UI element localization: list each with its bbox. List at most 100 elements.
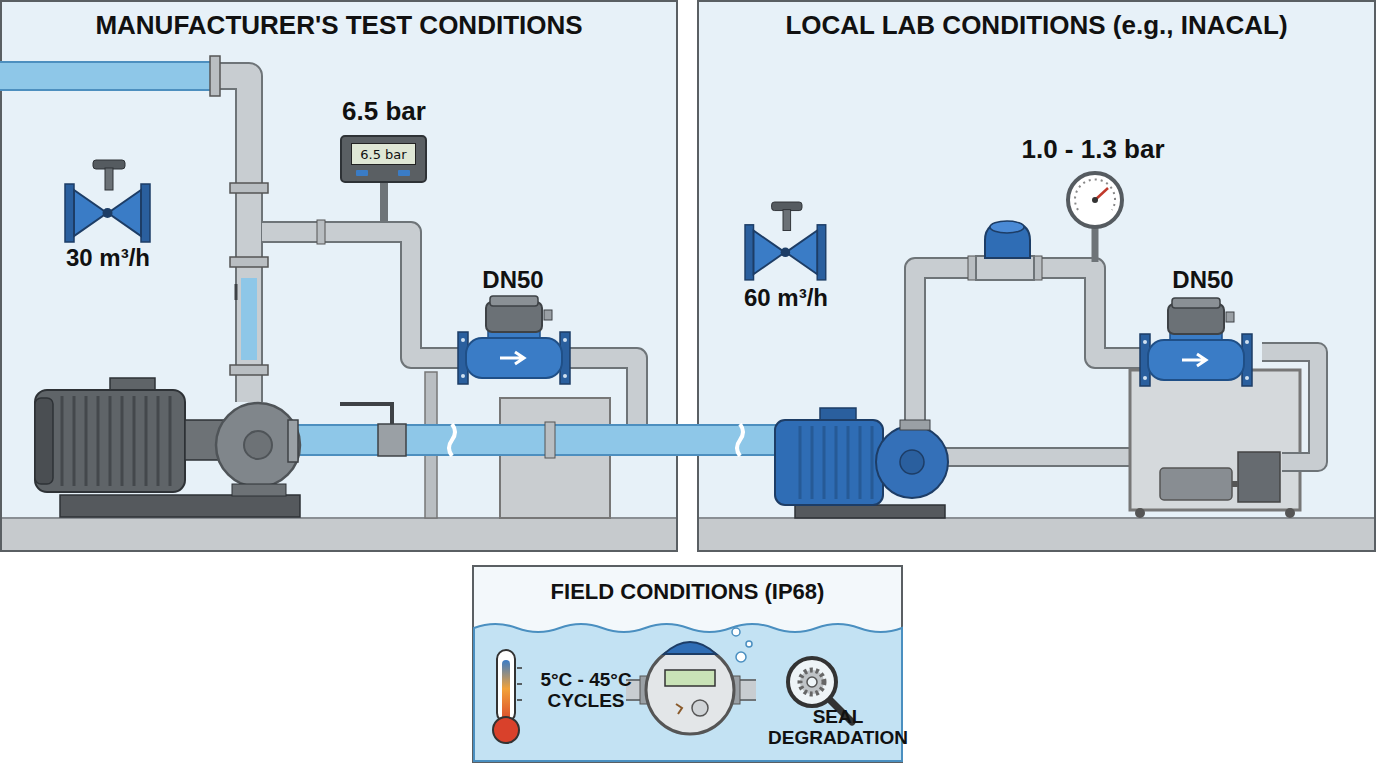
branch-pipe (380, 182, 388, 222)
flow-valve-icon (65, 160, 150, 242)
magnifier (800, 670, 824, 694)
submerged-meter (732, 628, 740, 636)
lab-pump (795, 505, 945, 518)
magnifier (807, 677, 817, 687)
lab-piping (1035, 268, 1144, 358)
magnifier (829, 699, 852, 722)
reference-meter (990, 221, 1024, 233)
main-return-pipe (290, 424, 790, 456)
submerged-meter (736, 652, 746, 662)
thermometer (493, 650, 522, 743)
submerged-meter (665, 670, 715, 686)
gauge-display: 6.5 bar (351, 143, 416, 165)
test-bench (1232, 481, 1238, 487)
thermometer (517, 668, 522, 700)
dn50-meter (1140, 298, 1252, 386)
temperature-label: 5°C - 45°C CYCLES (530, 669, 642, 712)
magnifier (788, 658, 836, 706)
lab-pump (775, 408, 948, 518)
submerged-meter (664, 642, 716, 654)
top-supply-pipe (230, 365, 268, 375)
analog-pressure-gauge (1075, 179, 1115, 210)
digital-pressure-gauge (341, 136, 426, 182)
manufacturer-pump (60, 495, 300, 517)
water (474, 624, 902, 761)
submerged-meter (746, 641, 752, 647)
display-reading: 6.5 bar (352, 144, 415, 164)
manufacturer-pump (232, 484, 286, 496)
floor (2, 518, 676, 550)
reference-meter (985, 222, 1030, 258)
analog-pressure-gauge (1092, 197, 1098, 203)
test-bench (1238, 452, 1280, 502)
digital-pressure-gauge (398, 170, 410, 176)
submerged-meter (692, 700, 708, 716)
test-bench (1285, 508, 1295, 518)
test-bench (1160, 468, 1232, 500)
lab-pump (775, 420, 883, 505)
digital-pressure-gauge (341, 136, 426, 182)
pressure-label: 1.0 - 1.3 bar (1021, 135, 1164, 164)
manufacturer-pump (35, 390, 185, 492)
lab-piping (915, 228, 1144, 457)
main-return-pipe (545, 422, 555, 458)
top-supply-pipe (215, 76, 249, 402)
submerged-meter (676, 704, 682, 714)
thermometer (502, 660, 510, 724)
lab-pump (900, 450, 924, 474)
flow-rate-label: 60 m³/h (744, 285, 828, 312)
lab-piping (915, 268, 975, 430)
top-supply-pipe (215, 76, 249, 402)
dn50-meter (458, 296, 570, 384)
manufacturer-pump (62, 396, 170, 486)
analog-pressure-gauge (1068, 173, 1122, 227)
flow-rate-label: 30 m³/h (66, 245, 150, 272)
manufacturer-pump (216, 403, 300, 487)
lab-piping (1035, 268, 1144, 358)
top-supply-pipe (230, 183, 268, 193)
manufacturer-pump (35, 398, 53, 484)
flow-valve-icon (745, 202, 826, 280)
lab-piping (915, 268, 975, 430)
top-supply-pipe (235, 284, 238, 300)
test-bench (1262, 352, 1318, 462)
lab-pump (900, 420, 930, 430)
main-return-pipe (340, 404, 392, 424)
main-return-pipe (290, 404, 790, 458)
submerged-meter (626, 628, 756, 734)
panel-heading: FIELD CONDITIONS (IP68) (474, 579, 901, 605)
floor (699, 518, 1374, 550)
main-return-pipe (378, 424, 406, 456)
manufacturer-pump (35, 378, 300, 517)
meter-size-label: DN50 (1172, 267, 1233, 294)
top-supply-pipe (230, 257, 268, 267)
floor (2, 518, 1374, 550)
reference-meter (976, 221, 1034, 280)
top-supply-pipe (241, 278, 257, 360)
top-supply-pipe (0, 56, 268, 402)
lab-piping (1092, 228, 1099, 262)
lab-pump (800, 426, 872, 499)
lab-piping (935, 447, 1140, 467)
submerged-meter (646, 646, 734, 734)
branch-pipe (262, 232, 462, 358)
test-bench (1262, 352, 1318, 462)
degradation-label: SEAL DEGRADATION (768, 706, 908, 749)
main-return-pipe (737, 424, 743, 456)
branch-pipe (262, 182, 637, 428)
panel-heading: LOCAL LAB CONDITIONS (e.g., INACAL) (699, 10, 1374, 41)
test-bench (1130, 370, 1300, 510)
test-bench (1135, 508, 1145, 518)
thermometer (493, 717, 519, 743)
manufacturer-pump (288, 420, 298, 462)
panel-heading: MANUFACTURER'S TEST CONDITIONS (2, 10, 676, 41)
main-return-pipe (449, 424, 455, 456)
meter-size-label: DN50 (482, 267, 543, 294)
digital-pressure-gauge (356, 170, 368, 176)
top-supply-pipe (0, 61, 215, 91)
pressure-label: 6.5 bar (342, 97, 426, 126)
lab-piping (935, 449, 1140, 465)
